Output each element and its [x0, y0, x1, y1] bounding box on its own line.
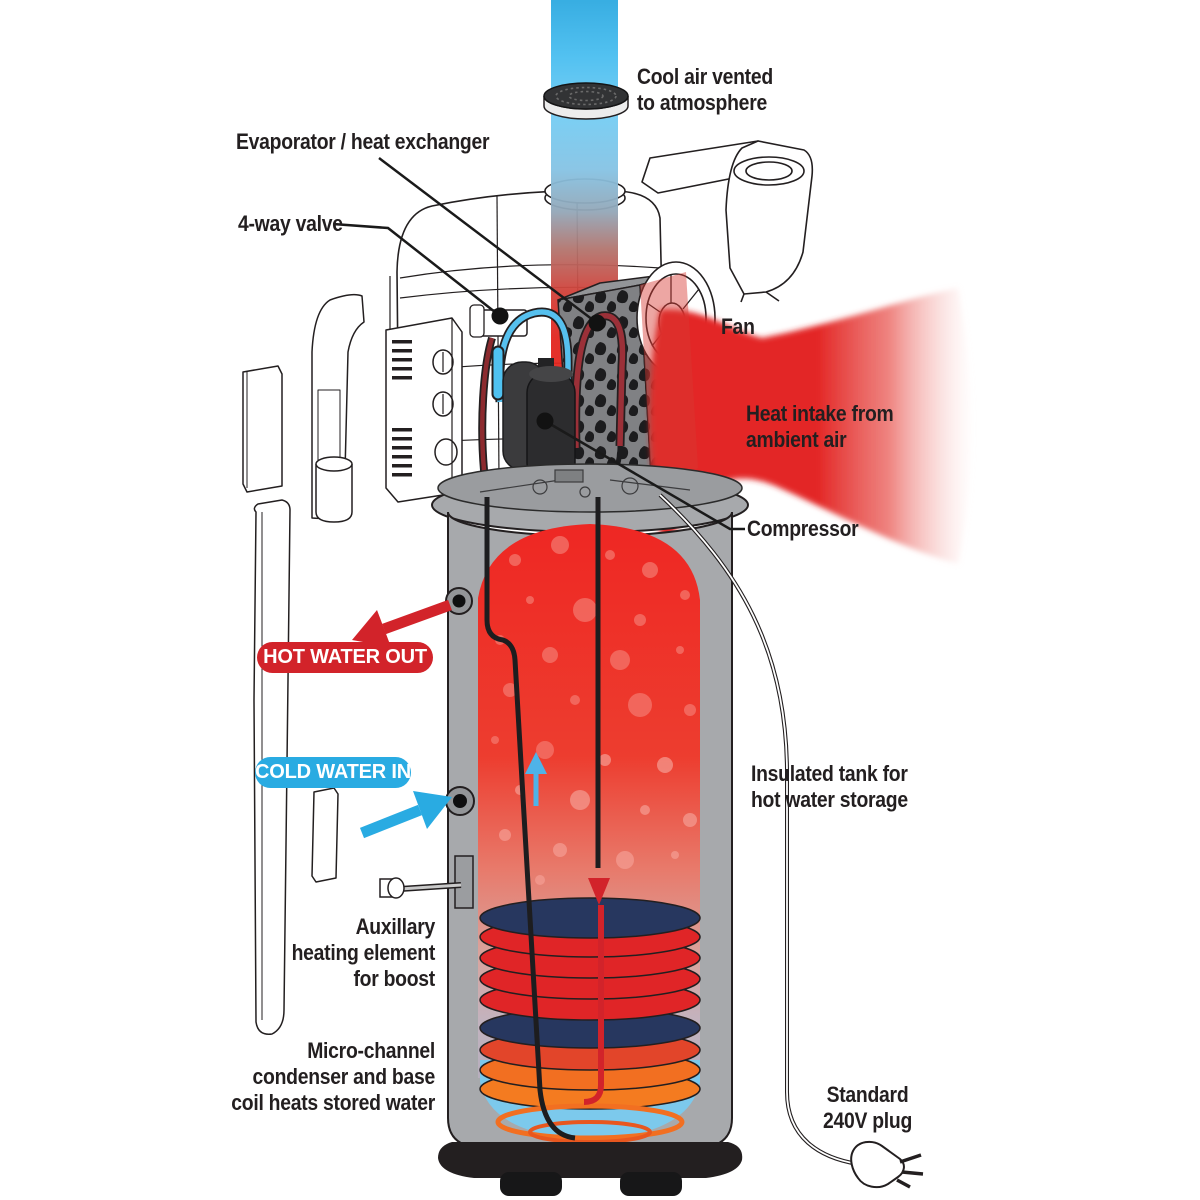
control-panel [385, 317, 463, 503]
platform-machinery [479, 469, 691, 498]
four-way-valve-dot [491, 307, 509, 325]
base-coil-stack [479, 1007, 701, 1110]
tank-top-platform [437, 463, 743, 513]
compressor-and-pipes [469, 304, 627, 507]
tank-ports [445, 587, 475, 816]
anode-cylinder [315, 456, 353, 523]
internal-pipes [484, 497, 610, 1141]
cold-in-arrow [413, 791, 452, 829]
label-insulated-tank: Insulated tank for hot water storage [751, 761, 908, 812]
label-heat-intake: Heat intake from ambient air [746, 401, 894, 452]
up-flow-arrow [525, 752, 547, 774]
flow-arrows [352, 599, 452, 839]
power-cord [658, 493, 924, 1189]
access-panel-small [242, 365, 283, 493]
hot-out-arrow [352, 610, 391, 647]
compressor-dot [536, 412, 554, 430]
heat-intake-stream [649, 288, 972, 564]
label-evaporator: Evaporator / heat exchanger [236, 129, 490, 154]
tank-base [438, 1142, 743, 1178]
small-plate [311, 787, 339, 883]
cold-water-in-badge: COLD WATER IN [255, 757, 411, 788]
label-aux-heating: Auxillary heating element for boost [291, 914, 436, 991]
label-fan: Fan [721, 314, 755, 339]
tank [431, 463, 749, 1196]
label-compressor: Compressor [747, 516, 859, 541]
base-coil-ring [495, 1103, 685, 1141]
tank-foot [620, 1172, 682, 1196]
evaporator-dot [588, 314, 606, 332]
evaporator-heat-tint [640, 272, 698, 492]
leader-lines [332, 157, 745, 531]
vent-grille [543, 82, 629, 120]
exploded-panels [242, 293, 463, 1035]
hot-water-out-badge: HOT WATER OUT [257, 642, 433, 673]
aux-heating-element [379, 855, 474, 909]
label-standard-plug: Standard 240V plug [822, 1082, 913, 1133]
callout-dots [491, 307, 606, 430]
plug [850, 1140, 924, 1189]
label-micro-channel: Micro-channel condenser and base coil he… [231, 1038, 435, 1115]
label-four-way-valve: 4-way valve [238, 211, 343, 236]
water-bubbles-light [499, 754, 697, 891]
down-flow-arrow [588, 878, 610, 905]
tank-foot [500, 1172, 562, 1196]
fan-shroud [641, 140, 814, 303]
label-cool-air: Cool air vented to atmosphere [637, 64, 773, 115]
condenser-coil-stack [479, 897, 701, 1021]
